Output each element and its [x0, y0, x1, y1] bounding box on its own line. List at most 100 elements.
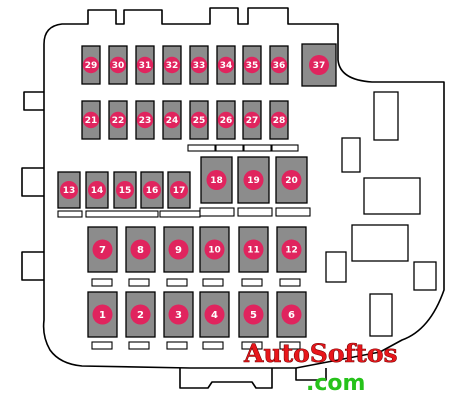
fuse-number-badge	[136, 111, 154, 129]
fuse-number-label: 25	[193, 116, 206, 126]
fuse-number-badge	[92, 239, 113, 260]
fuse-22: 22	[108, 100, 128, 140]
fuse-27: 27	[242, 100, 262, 140]
spare-slot	[57, 210, 83, 218]
fuse-32: 32	[162, 45, 182, 85]
spare-slot	[202, 278, 224, 287]
fuse-body	[301, 43, 337, 87]
fuse-8: 8	[125, 226, 156, 273]
spare-slot	[85, 210, 159, 218]
spare-slot	[128, 278, 150, 287]
fuse-number-badge	[204, 304, 225, 325]
fuse-number-badge	[143, 181, 161, 199]
fuse-number-badge	[243, 56, 261, 74]
fuse-number-badge	[204, 239, 225, 260]
fuse-number-label: 4	[211, 310, 218, 321]
spare-slot	[279, 341, 301, 350]
fuse-29: 29	[81, 45, 101, 85]
watermark-main-text: AutoSoftos	[243, 339, 398, 368]
fuse-number-badge	[217, 111, 235, 129]
fuse-number-badge	[270, 56, 288, 74]
fuse-number-label: 23	[139, 116, 152, 126]
spare-slot	[243, 144, 272, 152]
spare-slot	[128, 341, 150, 350]
fuse-34: 34	[216, 45, 236, 85]
fuse-number-badge	[217, 56, 235, 74]
fuse-number-label: 5	[250, 310, 257, 321]
fuse-number-badge	[243, 170, 264, 190]
fuse-30: 30	[108, 45, 128, 85]
fuse-16: 16	[140, 171, 164, 209]
fuse-36: 36	[269, 45, 289, 85]
fuse-5: 5	[238, 291, 269, 338]
fuse-number-badge	[163, 111, 181, 129]
fuse-3: 3	[163, 291, 194, 338]
fuse-number-badge	[190, 111, 208, 129]
fuse-box-housing	[21, 7, 445, 389]
fuse-number-badge	[168, 304, 189, 325]
spare-slot	[91, 278, 113, 287]
fuse-number-label: 31	[139, 61, 152, 71]
fuse-number-label: 16	[146, 186, 159, 196]
fuse-number-label: 19	[247, 176, 260, 186]
fuse-number-label: 30	[112, 61, 125, 71]
watermark: AutoSoftos .com	[243, 339, 398, 396]
connector-block	[413, 261, 437, 291]
fuse-7: 7	[87, 226, 118, 273]
fuse-number-label: 6	[288, 310, 295, 321]
fuse-number-badge	[206, 170, 227, 190]
fuse-number-badge	[190, 56, 208, 74]
fuse-4: 4	[199, 291, 230, 338]
fuse-number-label: 14	[91, 186, 104, 196]
fuse-number-label: 17	[173, 186, 186, 196]
fuse-number-label: 27	[246, 116, 259, 126]
connector-block	[369, 293, 393, 337]
fuse-number-badge	[109, 56, 127, 74]
fuse-33: 33	[189, 45, 209, 85]
fuse-number-label: 15	[119, 186, 132, 196]
fuse-number-label: 22	[112, 116, 125, 126]
spare-slot	[271, 144, 299, 152]
fuse-number-badge	[281, 304, 302, 325]
spare-slot	[166, 278, 188, 287]
connector-block	[351, 224, 409, 262]
fuse-number-badge	[270, 111, 288, 129]
fuse-17: 17	[167, 171, 191, 209]
spare-slot	[215, 144, 244, 152]
fuse-number-label: 9	[175, 245, 182, 256]
spare-slot	[275, 207, 311, 217]
fuse-21: 21	[81, 100, 101, 140]
fuse-number-badge	[243, 111, 261, 129]
fuse-number-badge	[243, 304, 264, 325]
fuse-number-badge	[163, 56, 181, 74]
fuse-number-label: 8	[137, 245, 144, 256]
fuse-28: 28	[269, 100, 289, 140]
fuse-number-label: 10	[208, 246, 221, 256]
fuse-number-badge	[60, 181, 78, 199]
fuse-number-badge	[281, 170, 302, 190]
fuse-31: 31	[135, 45, 155, 85]
fuse-number-badge	[170, 181, 188, 199]
fuse-1: 1	[87, 291, 118, 338]
spare-slot	[241, 278, 263, 287]
fuse-number-label: 21	[85, 116, 98, 126]
fuse-13: 13	[57, 171, 81, 209]
spare-slot	[241, 341, 263, 350]
spare-slot	[237, 207, 273, 217]
fuse-number-badge	[168, 239, 189, 260]
fuse-number-badge	[82, 56, 100, 74]
fuse-6: 6	[276, 291, 307, 338]
connector-block	[325, 251, 347, 283]
spare-slot	[91, 341, 113, 350]
fuse-number-label: 35	[246, 61, 259, 71]
fuse-number-badge	[88, 181, 106, 199]
fuse-number-badge	[82, 111, 100, 129]
fuse-number-badge	[136, 56, 154, 74]
spare-slot	[202, 341, 224, 350]
fuse-number-label: 32	[166, 61, 179, 71]
fuse-number-label: 29	[85, 61, 98, 71]
fuse-number-label: 24	[166, 116, 179, 126]
fuse-24: 24	[162, 100, 182, 140]
